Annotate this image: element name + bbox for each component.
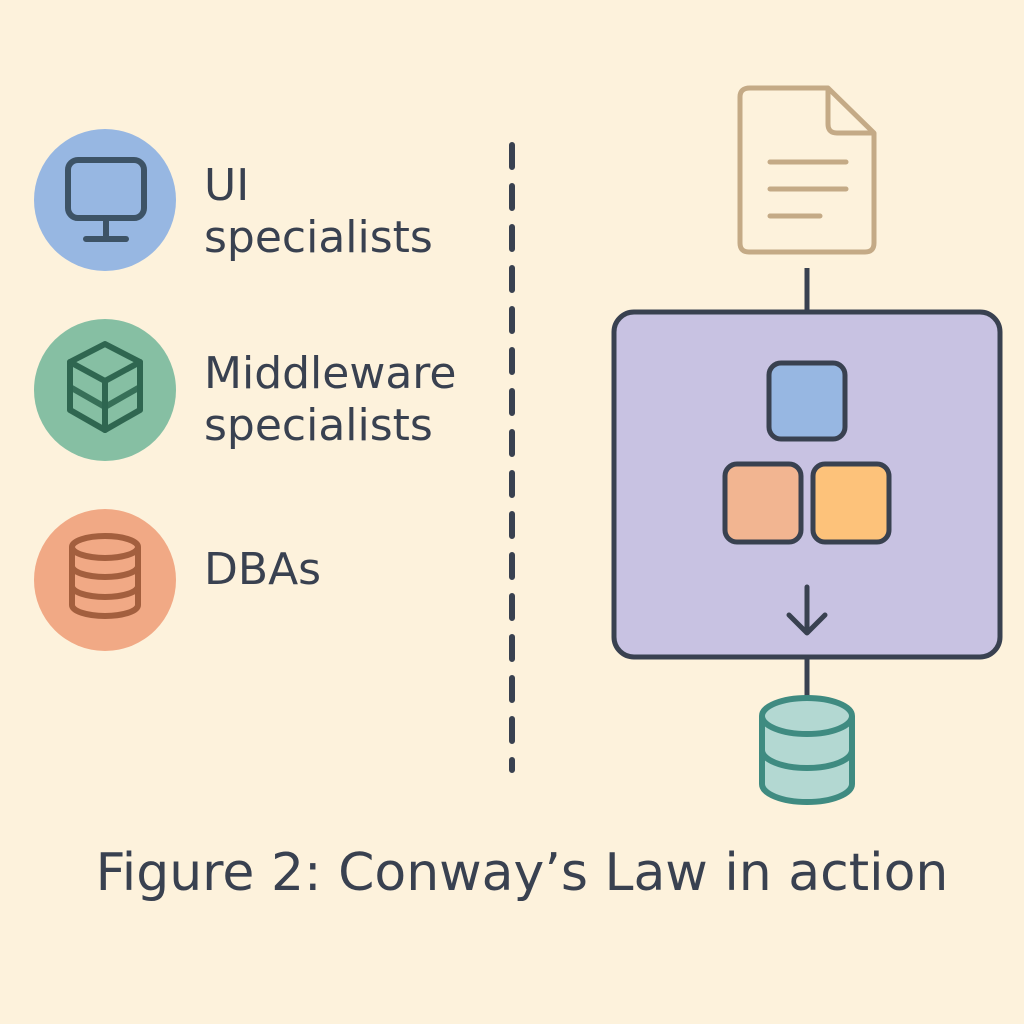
document-icon bbox=[737, 85, 877, 255]
team-middleware-label-line2: specialists bbox=[204, 400, 433, 451]
cube-icon bbox=[67, 341, 143, 433]
team-middleware-circle bbox=[34, 319, 176, 461]
arrow-down-icon bbox=[786, 584, 828, 636]
team-dbas-circle bbox=[34, 509, 176, 651]
team-ui-label: UI specialists bbox=[204, 160, 433, 264]
database-icon bbox=[69, 533, 141, 619]
monitor-icon bbox=[65, 157, 147, 242]
team-ui-label-line1: UI bbox=[204, 160, 250, 211]
module-left bbox=[722, 461, 804, 545]
team-middleware-label-line1: Middleware bbox=[204, 348, 457, 399]
figure-caption: Figure 2: Conway’s Law in action bbox=[95, 843, 949, 903]
team-middleware-label: Middleware specialists bbox=[204, 348, 456, 452]
team-dbas bbox=[34, 509, 176, 651]
team-dbas-label: DBAs bbox=[204, 544, 321, 596]
team-dbas-label-line1: DBAs bbox=[204, 544, 322, 595]
team-ui-circle bbox=[34, 129, 176, 271]
team-middleware-specialists bbox=[34, 319, 176, 461]
module-top bbox=[766, 360, 848, 442]
module-right bbox=[810, 461, 892, 545]
team-ui-specialists bbox=[34, 129, 176, 271]
team-ui-label-line2: specialists bbox=[204, 212, 433, 263]
database-icon bbox=[759, 695, 855, 805]
